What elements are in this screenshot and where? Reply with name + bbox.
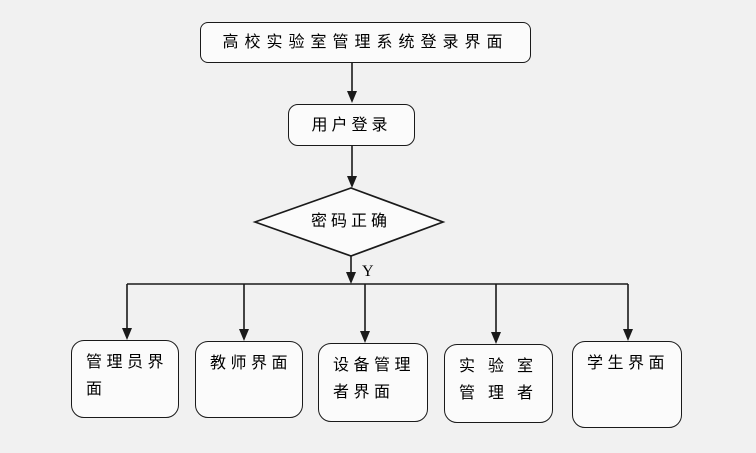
- node-student-interface: 学生界面: [572, 341, 682, 428]
- node-teacher-interface: 教师界面: [195, 341, 303, 418]
- node-equipment-manager-interface: 设备管理 者界面: [318, 343, 428, 422]
- arrowhead-decision-to-bus: [346, 272, 356, 284]
- branch-label-yes: Y: [362, 263, 374, 280]
- arrowhead-bus-to-teacher: [239, 329, 249, 341]
- node-admin-interface: 管理员界 面: [71, 340, 179, 418]
- arrowhead-bus-to-equipment-manager: [360, 331, 370, 343]
- arrowhead-title-to-login: [347, 91, 357, 103]
- node-lab-manager-interface: 实验室 管理者: [444, 344, 553, 423]
- node-user-login: 用户登录: [288, 104, 415, 146]
- arrowhead-bus-to-admin: [122, 328, 132, 340]
- node-login-screen-title: 高校实验室管理系统登录界面: [200, 22, 531, 63]
- arrowhead-bus-to-student: [623, 329, 633, 341]
- node-decision-password-label: 密码正确: [310, 213, 391, 230]
- arrowhead-bus-to-lab-manager: [491, 332, 501, 344]
- arrowhead-login-to-decision: [347, 176, 357, 188]
